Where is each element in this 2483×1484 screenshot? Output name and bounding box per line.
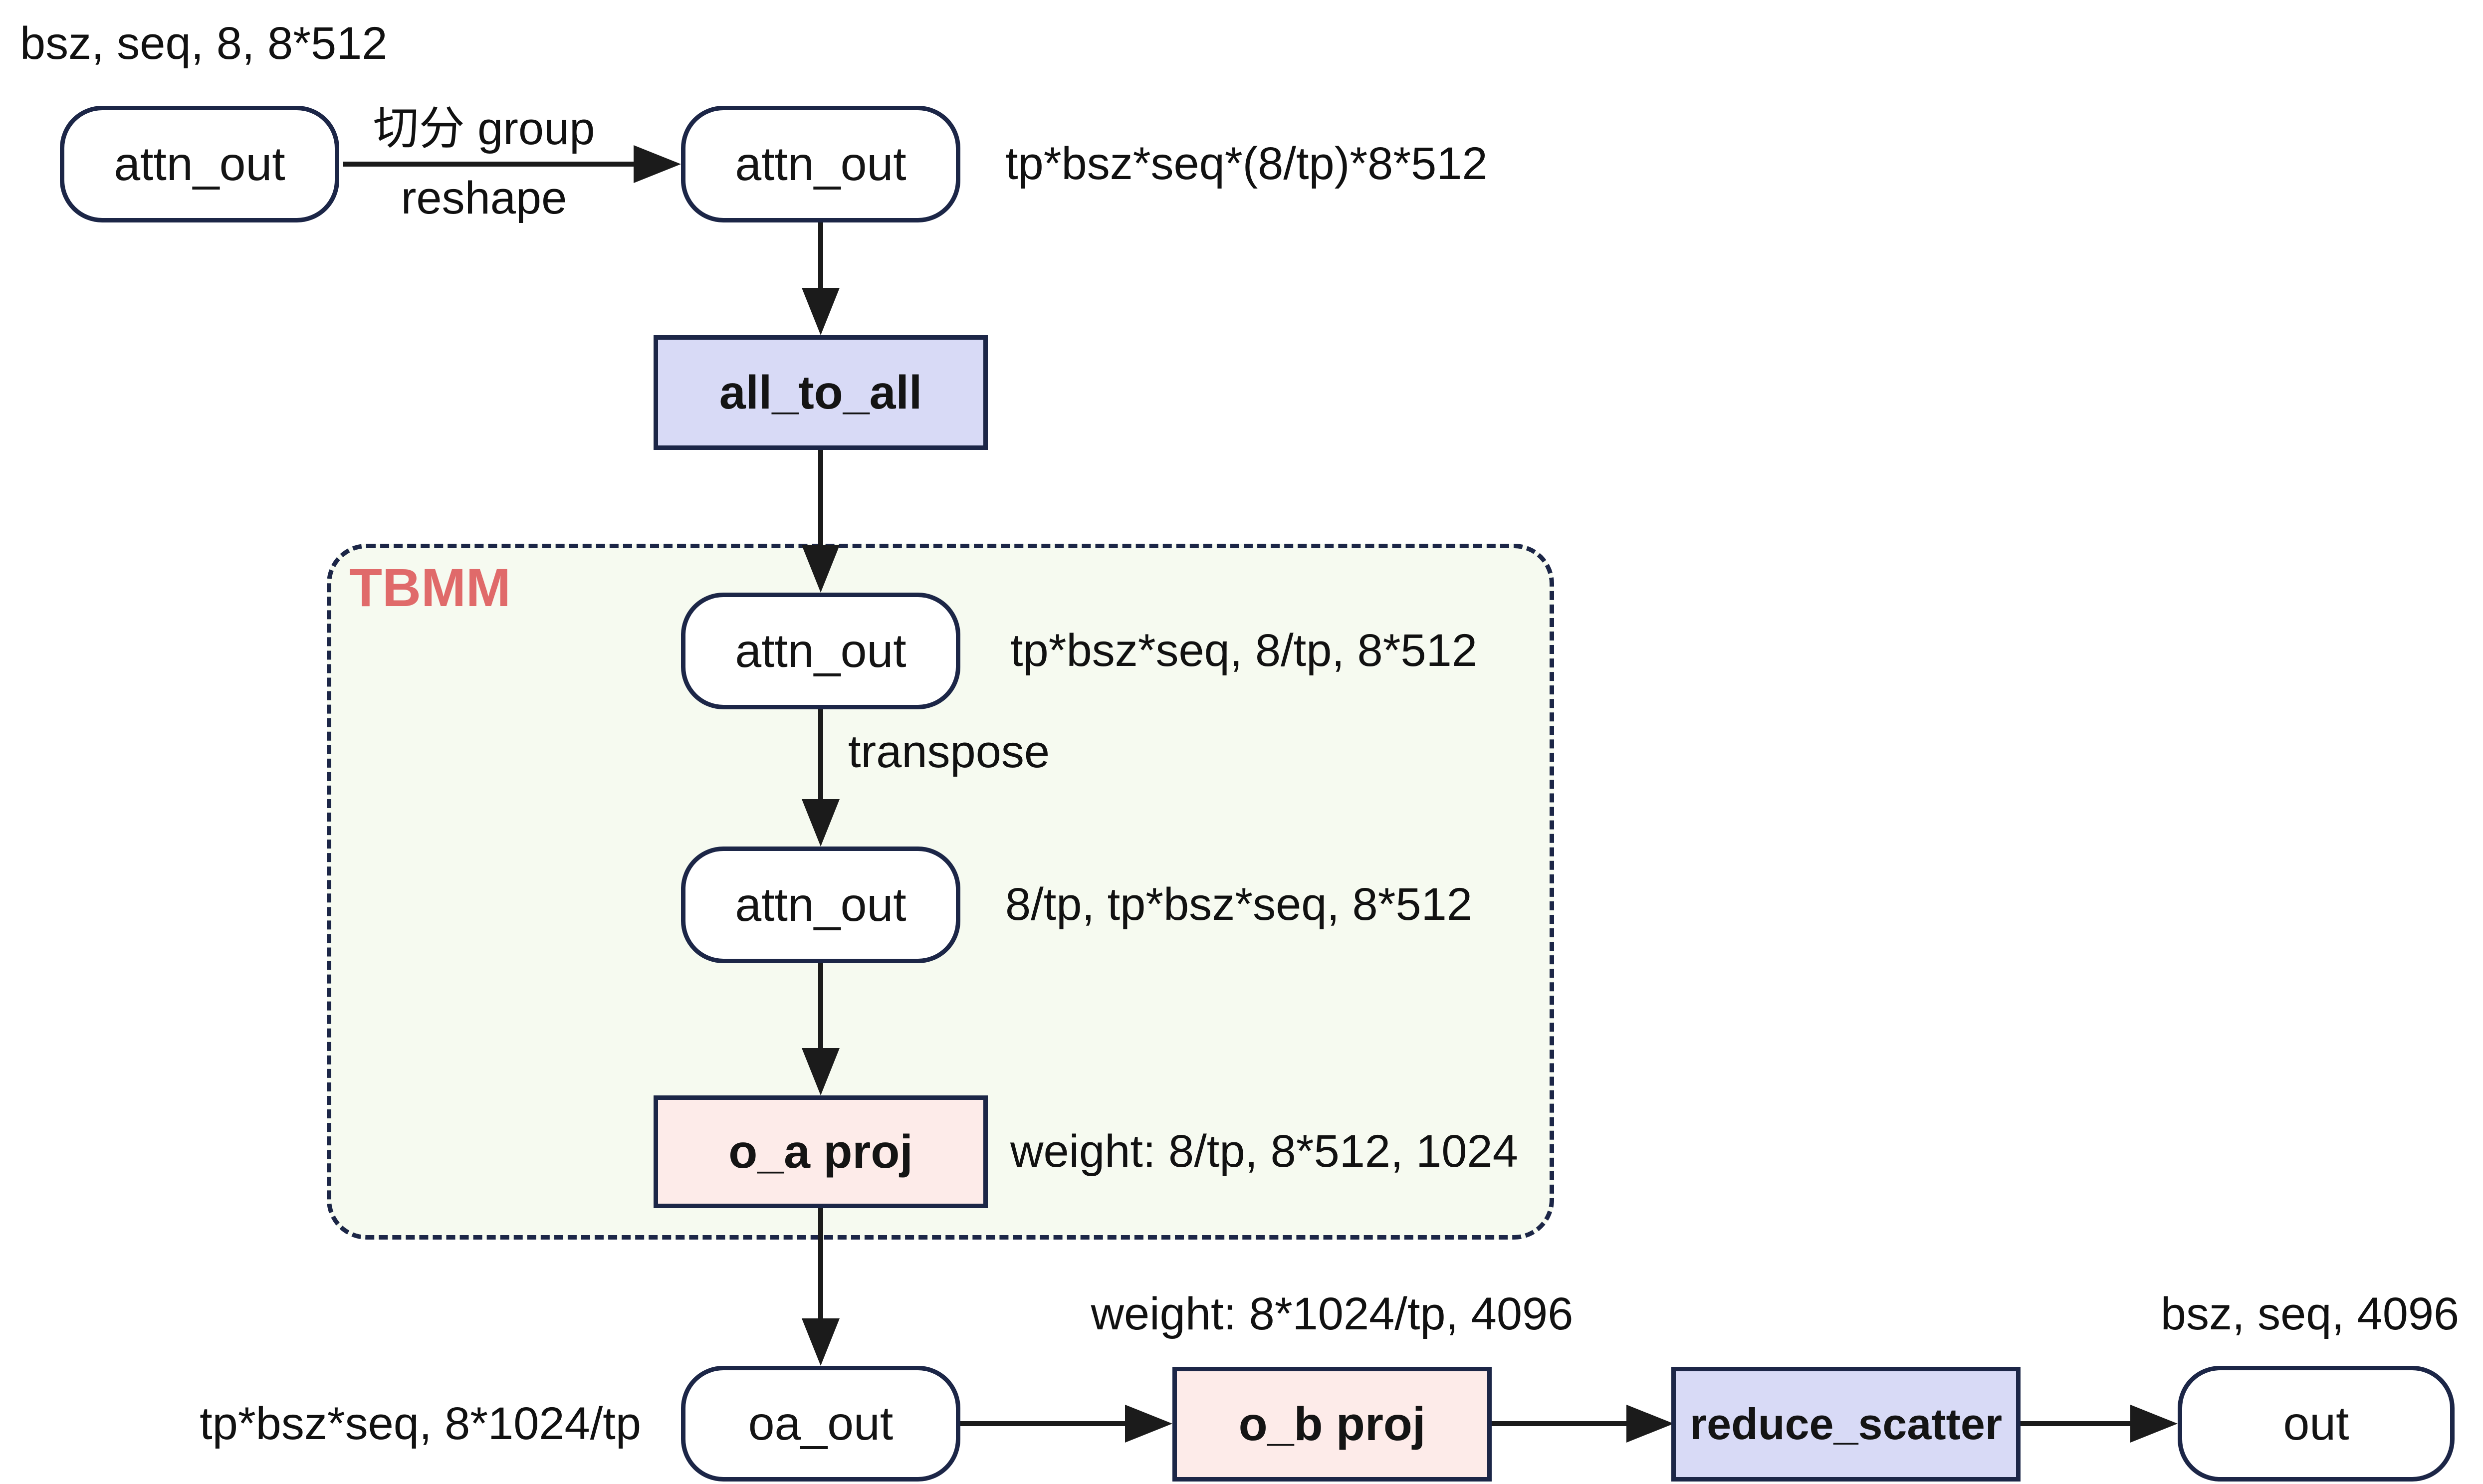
tbmm-group-label: TBMM <box>349 557 511 618</box>
edge-split-reshape-line <box>343 162 639 167</box>
node-oa-proj: o_a proj <box>654 1095 988 1208</box>
node-oa-out: oa_out <box>681 1366 960 1482</box>
edge-oaout-to-obproj-arrowhead-icon <box>1125 1405 1172 1443</box>
edge-attnout2-to-alltoall-line <box>818 222 823 292</box>
node-ob-proj: o_b proj <box>1172 1367 1492 1482</box>
edge-oaout-to-obproj-line <box>960 1421 1130 1426</box>
edge-alltoall-to-attnout3-line <box>818 450 823 548</box>
annotation-out-shape: bsz, seq, 4096 <box>2160 1288 2460 1339</box>
edge-split-reshape-arrowhead-icon <box>634 145 681 183</box>
edge-attnout4-to-oaproj-line <box>818 963 823 1051</box>
edge-alltoall-to-attnout3-arrowhead-icon <box>802 545 840 593</box>
node-attn-out-1: attn_out <box>60 106 339 222</box>
annotation-attn-out-transposed-shape: 8/tp, tp*bsz*seq, 8*512 <box>1005 879 1472 930</box>
edge-attnout2-to-alltoall-arrowhead-icon <box>802 288 840 335</box>
annotation-input-shape: bsz, seq, 8, 8*512 <box>20 18 388 69</box>
annotation-oa-out-shape: tp*bsz*seq, 8*1024/tp <box>200 1398 641 1449</box>
annotation-attn-out-grouped-shape: tp*bsz*seq, 8/tp, 8*512 <box>1010 625 1477 676</box>
edge-transpose-arrowhead-icon <box>802 799 840 847</box>
edge-reducescatter-to-out-arrowhead-icon <box>2130 1405 2178 1443</box>
node-all-to-all: all_to_all <box>654 335 988 450</box>
edge-oaproj-to-oaout-line <box>818 1208 823 1321</box>
annotation-ob-weight: weight: 8*1024/tp, 4096 <box>1091 1288 1574 1339</box>
edge-reducescatter-to-out-line <box>2021 1421 2135 1426</box>
node-attn-out-4: attn_out <box>681 847 960 963</box>
edge-transpose-line <box>818 709 823 802</box>
annotation-oa-weight: weight: 8/tp, 8*512, 1024 <box>1010 1126 1518 1177</box>
edge-attnout4-to-oaproj-arrowhead-icon <box>802 1048 840 1095</box>
node-out: out <box>2178 1366 2455 1482</box>
node-attn-out-3: attn_out <box>681 593 960 709</box>
edge-label-reshape: reshape <box>401 173 567 223</box>
node-attn-out-2: attn_out <box>681 106 960 222</box>
edge-label-split-group: 切分 group <box>373 103 595 154</box>
edge-label-transpose: transpose <box>848 726 1050 777</box>
edge-obproj-to-reducescatter-arrowhead-icon <box>1626 1405 1674 1443</box>
edge-obproj-to-reducescatter-line <box>1492 1421 1631 1426</box>
annotation-attn-out-reshaped-shape: tp*bsz*seq*(8/tp)*8*512 <box>1005 138 1488 189</box>
edge-oaproj-to-oaout-arrowhead-icon <box>802 1318 840 1366</box>
node-reduce-scatter: reduce_scatter <box>1671 1367 2021 1482</box>
